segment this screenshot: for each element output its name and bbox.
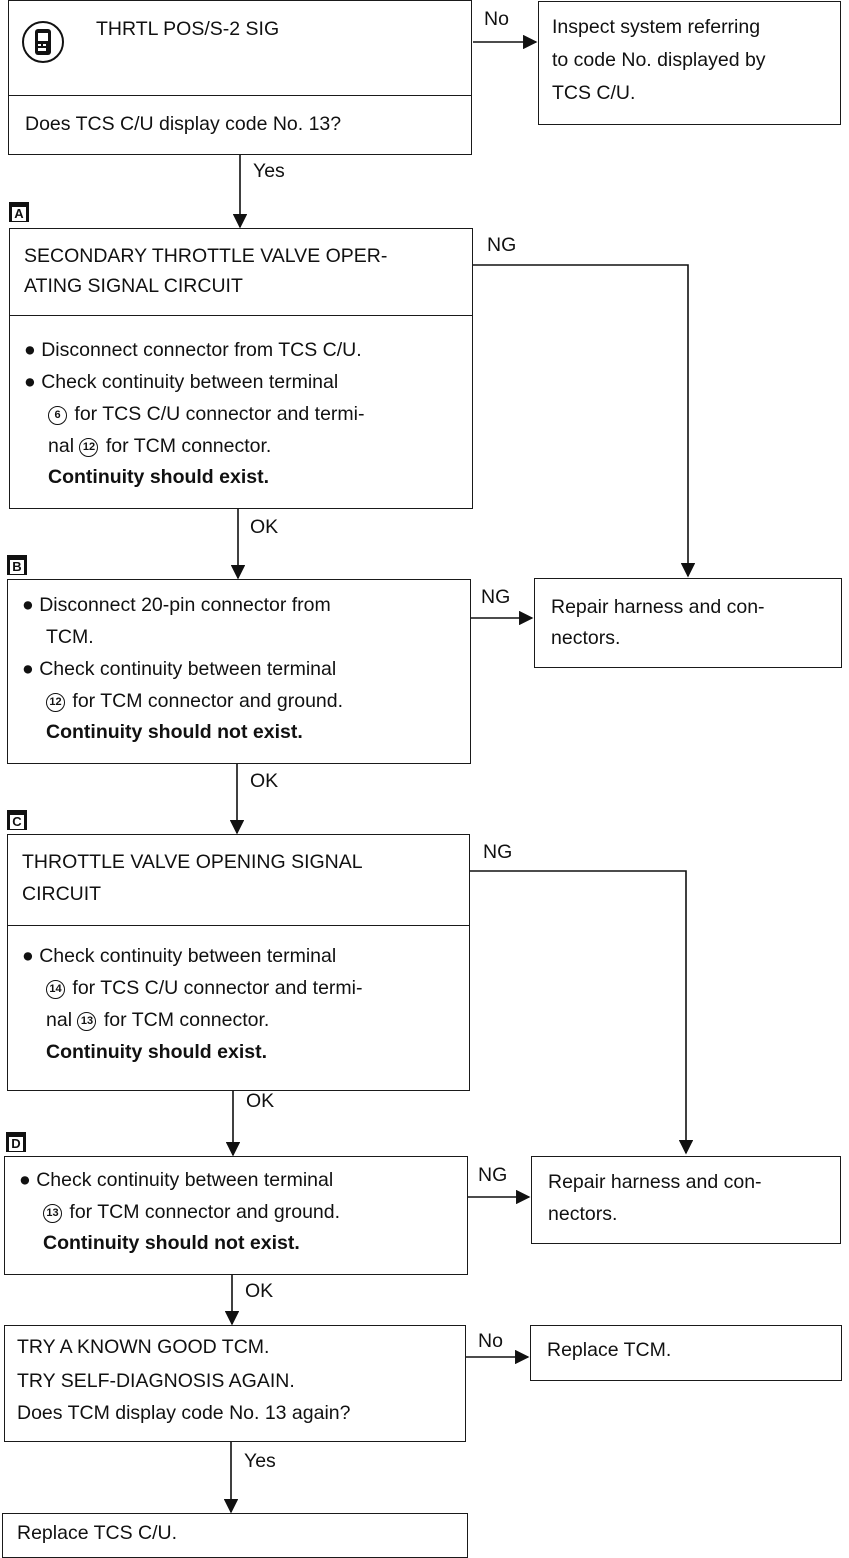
replace-tcm-text: Replace TCM. bbox=[547, 1339, 672, 1361]
step-b-box: ● Disconnect 20-pin connector from TCM. … bbox=[7, 579, 471, 764]
terminal-12-icon: 12 bbox=[79, 438, 99, 457]
step-b-ng-label: NG bbox=[481, 586, 511, 608]
step-c-title-section: THROTTLE VALVE OPENING SIGNAL CIRCUIT bbox=[8, 835, 469, 926]
start-yes-label: Yes bbox=[253, 160, 285, 182]
repair-2-line-2: nectors. bbox=[548, 1203, 618, 1225]
repair-box-1: Repair harness and con- nectors. bbox=[534, 578, 842, 668]
consult-tester-icon bbox=[22, 21, 64, 63]
step-d-bullet-1-line-2: 13 for TCM connector and ground. bbox=[43, 1197, 340, 1228]
step-d-bullet-1: ● Check continuity between terminal bbox=[19, 1169, 334, 1191]
step-b-tag: B bbox=[7, 555, 27, 575]
step-d-ng-label: NG bbox=[478, 1164, 508, 1186]
final-box: TRY A KNOWN GOOD TCM. TRY SELF-DIAGNOSIS… bbox=[4, 1325, 466, 1442]
step-a-bullet-2-line-2: 6 for TCS C/U connector and termi- bbox=[48, 399, 365, 430]
start-question: Does TCS C/U display code No. 13? bbox=[25, 113, 342, 135]
step-c-box: THROTTLE VALVE OPENING SIGNAL CIRCUIT ● … bbox=[7, 834, 470, 1091]
final-no-label: No bbox=[478, 1330, 503, 1352]
step-c-ng-label: NG bbox=[483, 841, 513, 863]
repair-box-2: Repair harness and con- nectors. bbox=[531, 1156, 841, 1244]
step-c-bullet-1-line-3: nal 13 for TCM connector. bbox=[46, 1009, 270, 1031]
step-b-bullet-2: ● Check continuity between terminal bbox=[22, 658, 337, 680]
connector-c-ng bbox=[469, 870, 694, 1155]
step-c-tag: C bbox=[7, 810, 27, 830]
final-yes-label: Yes bbox=[244, 1450, 276, 1472]
step-a-note: Continuity should exist. bbox=[48, 466, 270, 488]
replace-tcs-text: Replace TCS C/U. bbox=[17, 1522, 178, 1544]
start-title-section: THRTL POS/S-2 SIG bbox=[9, 1, 471, 96]
step-c-bullet-1: ● Check continuity between terminal bbox=[22, 945, 337, 967]
step-a-bullet-1: ● Disconnect connector from TCS C/U. bbox=[24, 339, 362, 361]
final-line-3: Does TCM display code No. 13 again? bbox=[17, 1402, 351, 1424]
step-a-title-line-1: SECONDARY THROTTLE VALVE OPER- bbox=[24, 245, 388, 267]
replace-tcs-box: Replace TCS C/U. bbox=[2, 1513, 468, 1558]
step-b-bullet-1-line-2: TCM. bbox=[46, 626, 94, 648]
step-d-note: Continuity should not exist. bbox=[43, 1232, 300, 1254]
final-line-2: TRY SELF-DIAGNOSIS AGAIN. bbox=[17, 1370, 295, 1392]
terminal-13-icon: 13 bbox=[43, 1204, 62, 1223]
step-c-note: Continuity should exist. bbox=[46, 1041, 268, 1063]
terminal-6-icon: 6 bbox=[48, 406, 67, 425]
repair-1-line-1: Repair harness and con- bbox=[551, 596, 765, 618]
step-c-ok-label: OK bbox=[246, 1090, 275, 1112]
terminal-13-icon: 13 bbox=[77, 1012, 97, 1031]
step-d-tag: D bbox=[6, 1132, 26, 1152]
step-c-title-line-1: THROTTLE VALVE OPENING SIGNAL bbox=[22, 851, 363, 873]
replace-tcm-box: Replace TCM. bbox=[530, 1325, 842, 1381]
step-b-bullet-2-line-2: 12 for TCM connector and ground. bbox=[46, 686, 343, 717]
start-title: THRTL POS/S-2 SIG bbox=[96, 18, 280, 40]
connector-a-ng bbox=[473, 264, 696, 578]
repair-2-line-1: Repair harness and con- bbox=[548, 1171, 762, 1193]
step-b-note: Continuity should not exist. bbox=[46, 721, 303, 743]
inspect-line-3: TCS C/U. bbox=[552, 82, 636, 104]
final-line-1: TRY A KNOWN GOOD TCM. bbox=[17, 1336, 270, 1358]
step-a-title-section: SECONDARY THROTTLE VALVE OPER- ATING SIG… bbox=[10, 229, 472, 316]
repair-1-line-2: nectors. bbox=[551, 627, 621, 649]
step-a-ok-label: OK bbox=[250, 516, 279, 538]
inspect-line-2: to code No. displayed by bbox=[552, 49, 766, 71]
step-d-ok-label: OK bbox=[245, 1280, 274, 1302]
inspect-line-1: Inspect system referring bbox=[552, 16, 761, 38]
step-a-box: SECONDARY THROTTLE VALVE OPER- ATING SIG… bbox=[9, 228, 473, 509]
start-box: THRTL POS/S-2 SIG Does TCS C/U display c… bbox=[8, 0, 472, 155]
inspect-system-box: Inspect system referring to code No. dis… bbox=[538, 1, 841, 125]
step-a-bullet-2: ● Check continuity between terminal bbox=[24, 371, 339, 393]
step-a-ng-label: NG bbox=[487, 234, 517, 256]
terminal-14-icon: 14 bbox=[46, 980, 65, 999]
step-a-tag: A bbox=[9, 202, 29, 222]
step-a-bullet-2-line-3: nal 12 for TCM connector. bbox=[48, 435, 272, 457]
terminal-12-icon: 12 bbox=[46, 693, 65, 712]
step-b-bullet-1: ● Disconnect 20-pin connector from bbox=[22, 594, 331, 616]
start-no-label: No bbox=[484, 8, 509, 30]
step-d-box: ● Check continuity between terminal 13 f… bbox=[4, 1156, 468, 1275]
step-c-title-line-2: CIRCUIT bbox=[22, 883, 102, 905]
step-b-ok-label: OK bbox=[250, 770, 279, 792]
step-a-title-line-2: ATING SIGNAL CIRCUIT bbox=[24, 275, 243, 297]
step-c-bullet-1-line-2: 14 for TCS C/U connector and termi- bbox=[46, 973, 363, 1004]
